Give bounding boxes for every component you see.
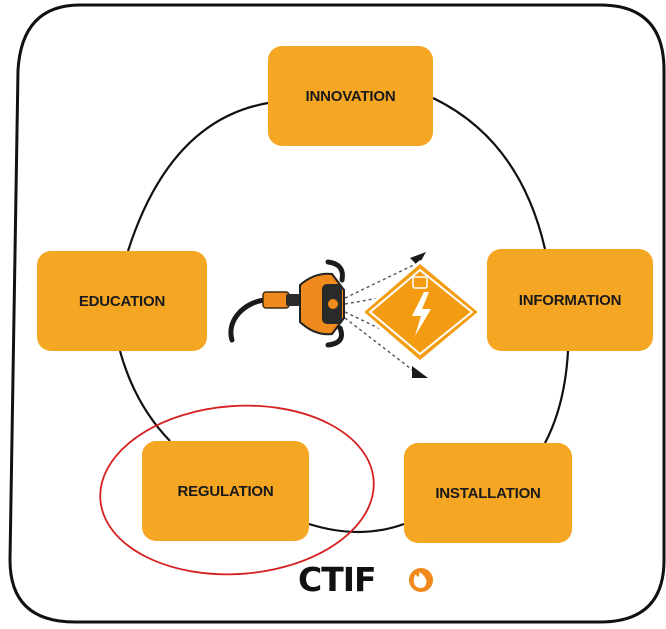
electrical-hazard-sign (359, 260, 483, 364)
connector-information-installation (544, 350, 570, 444)
highlight-ellipse (99, 404, 375, 576)
connector-innovation-information (432, 97, 547, 250)
center-illustration (228, 252, 483, 378)
connector-regulation-education (118, 350, 171, 442)
node-education: EDUCATION (37, 251, 207, 351)
logo-text: CTIF (298, 559, 377, 599)
node-label: REGULATION (177, 482, 274, 500)
cycle-connectors (118, 97, 570, 534)
node-information: INFORMATION (487, 249, 653, 351)
node-label: INFORMATION (518, 291, 622, 309)
connector-education-innovation (126, 101, 269, 252)
node-regulation: REGULATION (142, 441, 309, 541)
outer-frame (8, 3, 666, 624)
flame-icon (409, 568, 433, 592)
node-label: INSTALLATION (435, 484, 541, 502)
node-label: EDUCATION (78, 292, 166, 310)
node-installation: INSTALLATION (404, 443, 572, 543)
hose (228, 297, 268, 343)
lightning-icon (412, 292, 431, 336)
connector-installation-regulation (308, 522, 405, 534)
node-label: INNOVATION (305, 87, 396, 105)
node-innovation: INNOVATION (268, 46, 433, 146)
hose-coupling (262, 291, 290, 309)
ctif-logo: CTIF (298, 559, 377, 599)
